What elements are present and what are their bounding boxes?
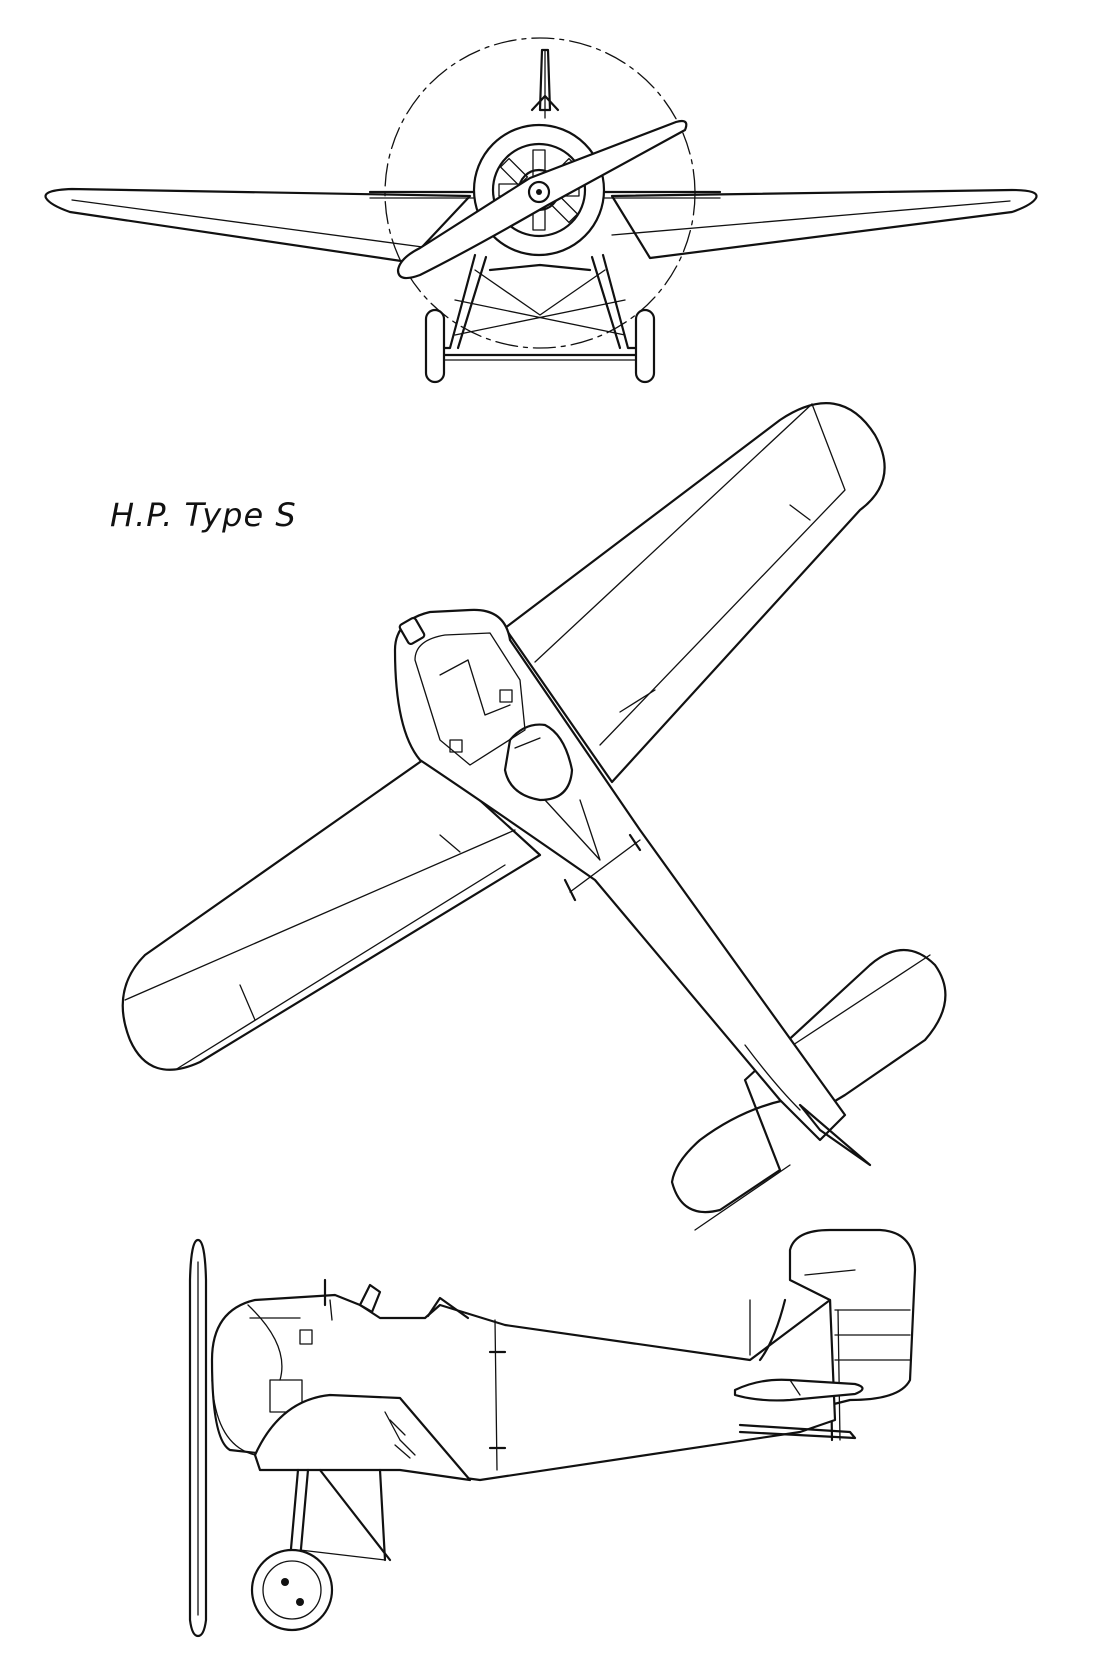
plan-right-wing <box>503 402 886 784</box>
side-tailplane <box>733 1378 864 1402</box>
side-wing <box>253 1393 472 1482</box>
drawing-title: H.P. Type S <box>110 496 297 534</box>
front-view <box>44 37 1038 384</box>
plan-fuselage <box>393 608 847 1142</box>
side-view <box>188 1228 917 1638</box>
side-windscreen <box>358 1283 382 1314</box>
plan-left-wing <box>121 753 542 1071</box>
front-left-wing <box>44 187 472 264</box>
front-fin <box>538 48 552 112</box>
side-landing-gear <box>250 1468 392 1632</box>
plan-cockpit <box>503 723 574 802</box>
front-left-wheel <box>424 308 446 384</box>
front-landing-gear <box>424 253 656 384</box>
plan-view <box>121 402 947 1231</box>
front-right-wing <box>610 188 1038 260</box>
side-tailskid <box>738 1423 857 1440</box>
plan-exhaust <box>398 616 426 646</box>
side-wheel <box>250 1548 334 1632</box>
front-right-wheel <box>634 308 656 384</box>
